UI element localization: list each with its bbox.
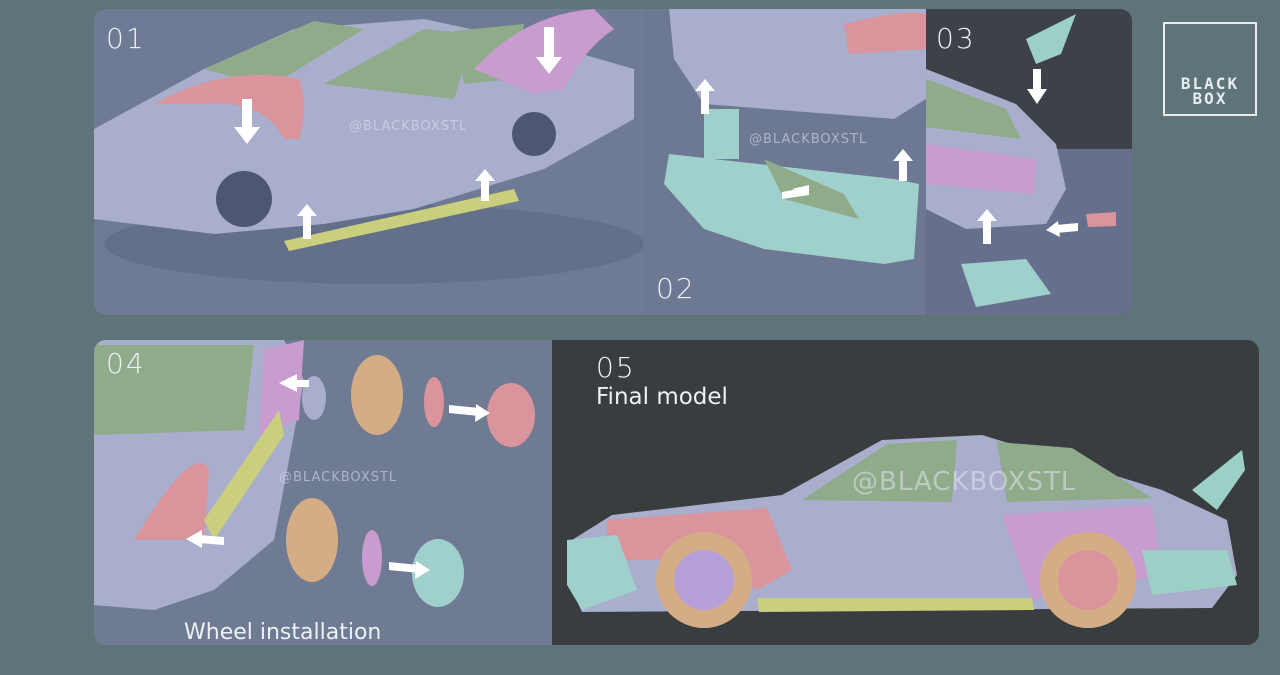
step-05-illustration (567, 435, 1245, 628)
step-01-illustration (94, 9, 644, 284)
step-05-panel: 05 Final model @BLACKBOXSTL (552, 340, 1259, 645)
step-01-panel: 01 @BLACKBOXSTL (94, 9, 644, 315)
step-04-panel: 04 @BLACKBOXSTL Wheel installation (94, 340, 552, 645)
step-01-number: 01 (106, 22, 146, 55)
step-02-illustration (664, 9, 926, 264)
step-03-panel: 03 (926, 9, 1132, 315)
watermark-text: @BLACKBOXSTL (852, 467, 1077, 497)
step-05-number: 05 (596, 351, 636, 384)
step-04-number: 04 (106, 347, 146, 380)
logo-line2: BOX (1192, 89, 1228, 108)
step-02-panel: 02 @BLACKBOXSTL (644, 9, 926, 315)
step-05-caption: Final model (596, 384, 728, 410)
step-03-number: 03 (936, 22, 976, 55)
watermark-text: @BLACKBOXSTL (349, 119, 468, 134)
watermark-text: @BLACKBOXSTL (749, 132, 868, 147)
step-02-number: 02 (656, 272, 696, 305)
step-04-caption: Wheel installation (184, 620, 382, 645)
step-03-illustration (926, 14, 1116, 307)
step-04-illustration (94, 340, 535, 610)
watermark-text: @BLACKBOXSTL (279, 470, 398, 485)
blackbox-logo: BLACK BOX (1163, 22, 1257, 116)
logo-line1: BLACK (1180, 74, 1240, 93)
